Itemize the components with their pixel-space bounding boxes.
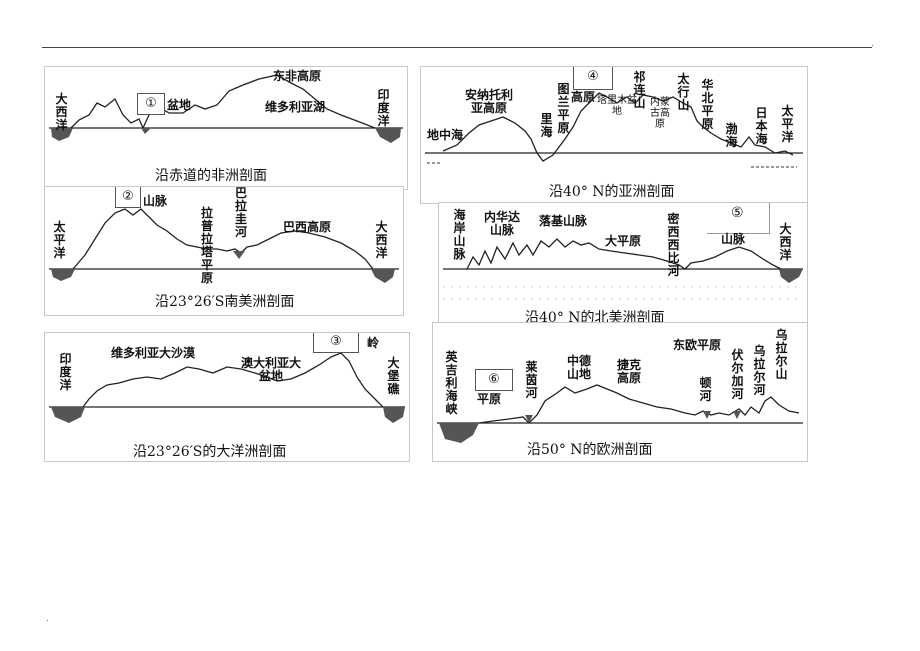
north-america-atlantic-label: 大西洋: [779, 222, 792, 262]
asia-marker-box: ④: [573, 67, 613, 90]
africa-basin-label: 盆地: [167, 98, 192, 112]
africa-profile-panel: 大西洋 ① 盆地 东非高原 维多利亚湖 印度洋 沿赤道的非洲剖面: [44, 66, 408, 190]
south-america-chaco-label: 拉普拉塔平原: [201, 189, 245, 285]
europe-central-german-label: 中德山地: [566, 354, 591, 381]
europe-east-plain-label: 东欧平原: [673, 338, 722, 352]
europe-volga-label: 伏尔加河: [731, 348, 744, 401]
europe-ural-river-label: 乌拉尔河: [753, 344, 766, 397]
europe-don-label: 顿河: [699, 376, 712, 403]
oceania-basin-label: 澳大利亚大盆地: [241, 356, 302, 383]
corner-mark: .: [871, 39, 874, 49]
south-america-caption: 沿23°26′S南美洲剖面: [155, 294, 295, 310]
oceania-marker-box: ③: [313, 333, 359, 353]
oceania-indian-label: 印度洋: [59, 352, 72, 392]
north-america-rocky-label: 落基山脉: [539, 214, 588, 228]
south-america-profile-graphic: [49, 208, 399, 283]
asia-bohai-label: 渤海: [725, 122, 738, 149]
europe-czech-label: 捷克高原: [616, 358, 641, 385]
europe-plain-label: 平原: [477, 392, 502, 406]
africa-marker-box: ①: [137, 93, 165, 115]
north-america-plains-label: 大平原: [605, 234, 642, 248]
asia-taihang-label: 太行山: [677, 72, 690, 112]
europe-caption: 沿50° N的欧洲剖面: [527, 442, 653, 458]
south-america-brazil-label: 巴西高原: [283, 220, 332, 234]
asia-pacific-label: 太平洋: [781, 104, 794, 144]
oceania-desert-label: 维多利亚大沙漠: [111, 346, 196, 360]
oceania-profile-graphic: [49, 352, 405, 423]
south-america-paraguay-river-label: 巴拉圭河: [235, 186, 248, 239]
europe-rhine-label: 莱茵河: [525, 360, 538, 400]
europe-marker-box: ⑥: [475, 369, 513, 391]
asia-profile-panel: 地中海 安纳托利亚高原 里海 图兰平原 ④ 高原 塔里木盆地 祁连山 内蒙古高原…: [420, 66, 808, 204]
corner-mark: .: [46, 614, 49, 624]
africa-profile-graphic: [49, 74, 403, 143]
asia-inner-mongolia-label: 内蒙古高原: [650, 97, 670, 130]
europe-ural-mountains-label: 乌拉尔山: [775, 328, 788, 381]
header-rule: [42, 47, 872, 48]
asia-mediterranean-label: 地中海: [427, 128, 464, 142]
africa-caption: 沿赤道的非洲剖面: [155, 168, 267, 184]
oceania-ridge-label: 岭: [367, 336, 380, 350]
north-america-marker-flag: [707, 203, 770, 234]
asia-qilian-label: 祁连山: [633, 70, 646, 110]
asia-anatolia-label: 安纳托利亚高原: [464, 88, 513, 115]
europe-channel-label: 英吉利海峡: [445, 350, 458, 416]
south-america-mountains-label: 山脉: [143, 194, 168, 208]
oceania-profile-panel: 印度洋 维多利亚大沙漠 澳大利亚大盆地 ③ 岭 大堡礁 沿23°26′S的大洋洲…: [44, 332, 410, 462]
north-america-nevada-label: 内华达山脉: [483, 210, 520, 237]
south-america-atlantic-label: 大西洋: [375, 220, 388, 260]
asia-caspian-label: 里海: [540, 112, 553, 139]
asia-profile-graphic: [425, 92, 803, 168]
north-america-marker: ⑤: [731, 205, 744, 221]
north-america-profile-graphic: [443, 238, 803, 300]
asia-tarim-label: 塔里木盆地: [597, 95, 637, 117]
europe-profile-panel: 英吉利海峡 ⑥ 平原 莱茵河 中德山地 捷克高原 东欧平原 顿河 伏尔加河 乌拉…: [432, 322, 808, 462]
africa-atlantic-label: 大西洋: [55, 92, 68, 132]
north-america-coast-range-label: 海岸山脉: [453, 208, 466, 261]
europe-profile-graphic: [437, 384, 803, 443]
north-america-range-label: 山脉: [721, 232, 746, 246]
oceania-caption: 沿23°26′S的大洋洲剖面: [133, 444, 287, 460]
south-america-chaco-text: 拉普拉塔平原: [201, 206, 214, 285]
africa-plateau-label: 东非高原: [273, 69, 322, 83]
south-america-profile-panel: 太平洋 ② 山脉 拉普拉塔平原 巴拉圭河 巴西高原 大西洋 沿23°26′S南美…: [44, 186, 404, 316]
oceania-reef-label: 大堡礁: [387, 356, 400, 396]
north-america-mississippi-label: 密西西比河: [667, 212, 680, 278]
south-america-pacific-label: 太平洋: [53, 220, 66, 260]
africa-lake-label: 维多利亚湖: [265, 100, 326, 114]
africa-indian-label: 印度洋: [377, 88, 390, 128]
asia-turan-label: 图兰平原: [557, 82, 570, 135]
asia-japan-sea-label: 日本海: [755, 106, 768, 146]
south-america-marker-box: ②: [115, 187, 141, 208]
asia-caption: 沿40° N的亚洲剖面: [549, 184, 675, 200]
north-america-profile-panel: 海岸山脉 内华达山脉 落基山脉 大平原 密西西比河 ⑤ 山脉 大西洋 沿40° …: [438, 202, 808, 330]
asia-north-china-label: 华北平原: [701, 78, 714, 131]
asia-plateau-label: 高原: [571, 90, 596, 104]
